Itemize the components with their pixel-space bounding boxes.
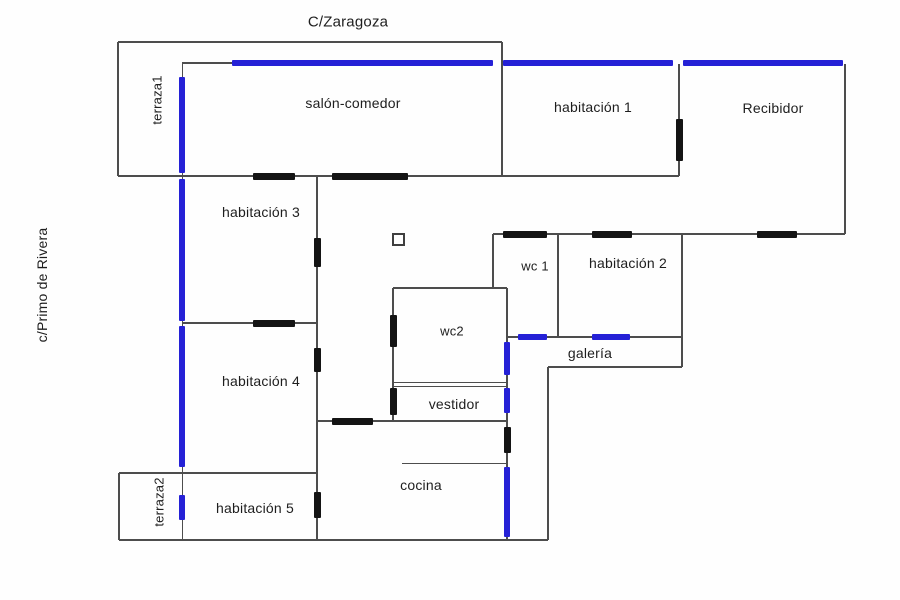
window-segment <box>518 334 547 340</box>
wall-segment <box>402 463 507 464</box>
wall-segment <box>119 539 548 541</box>
room-habitacion-4-label: habitación 4 <box>222 373 300 389</box>
wall-segment <box>118 41 502 43</box>
door-segment <box>314 492 321 518</box>
room-habitacion-1-label: habitación 1 <box>554 99 632 115</box>
door-segment <box>332 173 408 180</box>
room-terraza1-label: terraza1 <box>149 75 165 125</box>
door-segment <box>757 231 797 238</box>
window-segment <box>179 179 185 321</box>
wall-segment <box>392 288 394 421</box>
door-segment <box>503 231 547 238</box>
room-habitacion-5-label: habitación 5 <box>216 500 294 516</box>
window-segment <box>683 60 843 66</box>
window-segment <box>504 342 510 375</box>
door-segment <box>390 388 397 415</box>
room-cocina-label: cocina <box>400 477 442 493</box>
wall-segment <box>844 64 846 234</box>
wall-segment <box>182 62 232 64</box>
room-habitacion-2-label: habitación 2 <box>589 255 667 271</box>
room-wc-1-label: wc 1 <box>521 258 549 274</box>
column-fixture <box>392 233 405 246</box>
room-terraza2-label: terraza2 <box>151 477 167 527</box>
wall-segment <box>547 367 549 540</box>
wall-segment <box>393 382 507 383</box>
door-segment <box>504 427 511 453</box>
wall-segment <box>501 42 503 176</box>
window-segment <box>504 467 510 537</box>
door-segment <box>314 348 321 372</box>
room-wc2-label: wc2 <box>440 323 464 339</box>
wall-segment <box>182 322 317 324</box>
door-segment <box>676 119 683 161</box>
door-segment <box>253 173 295 180</box>
door-segment <box>592 231 632 238</box>
street-zaragoza-label: C/Zaragoza <box>307 13 389 31</box>
door-segment <box>332 418 373 425</box>
room-salon-comedor-label: salón-comedor <box>305 95 401 111</box>
room-habitacion-3-label: habitación 3 <box>222 204 300 220</box>
window-segment <box>504 388 510 413</box>
street-primo-de-rivera-label: c/Primo de Rivera <box>34 227 50 343</box>
door-segment <box>314 238 321 267</box>
wall-segment <box>117 42 119 176</box>
wall-segment <box>681 234 683 367</box>
window-segment <box>179 77 185 173</box>
wall-segment <box>393 386 507 387</box>
wall-segment <box>118 473 120 540</box>
window-segment <box>179 326 185 467</box>
wall-segment <box>493 233 845 235</box>
door-segment <box>390 315 397 347</box>
door-segment <box>253 320 295 327</box>
wall-segment <box>492 234 494 288</box>
wall-segment <box>548 366 682 368</box>
wall-segment <box>119 472 317 474</box>
window-segment <box>592 334 630 340</box>
room-vestidor-label: vestidor <box>428 396 480 412</box>
room-recibidor-label: Recibidor <box>742 100 804 116</box>
wall-segment <box>317 420 507 422</box>
window-segment <box>179 495 185 520</box>
window-segment <box>503 60 673 66</box>
window-segment <box>232 60 493 66</box>
room-galeria-label: galería <box>567 345 613 361</box>
wall-segment <box>393 287 507 289</box>
wall-segment <box>506 288 508 540</box>
wall-segment <box>557 234 559 337</box>
